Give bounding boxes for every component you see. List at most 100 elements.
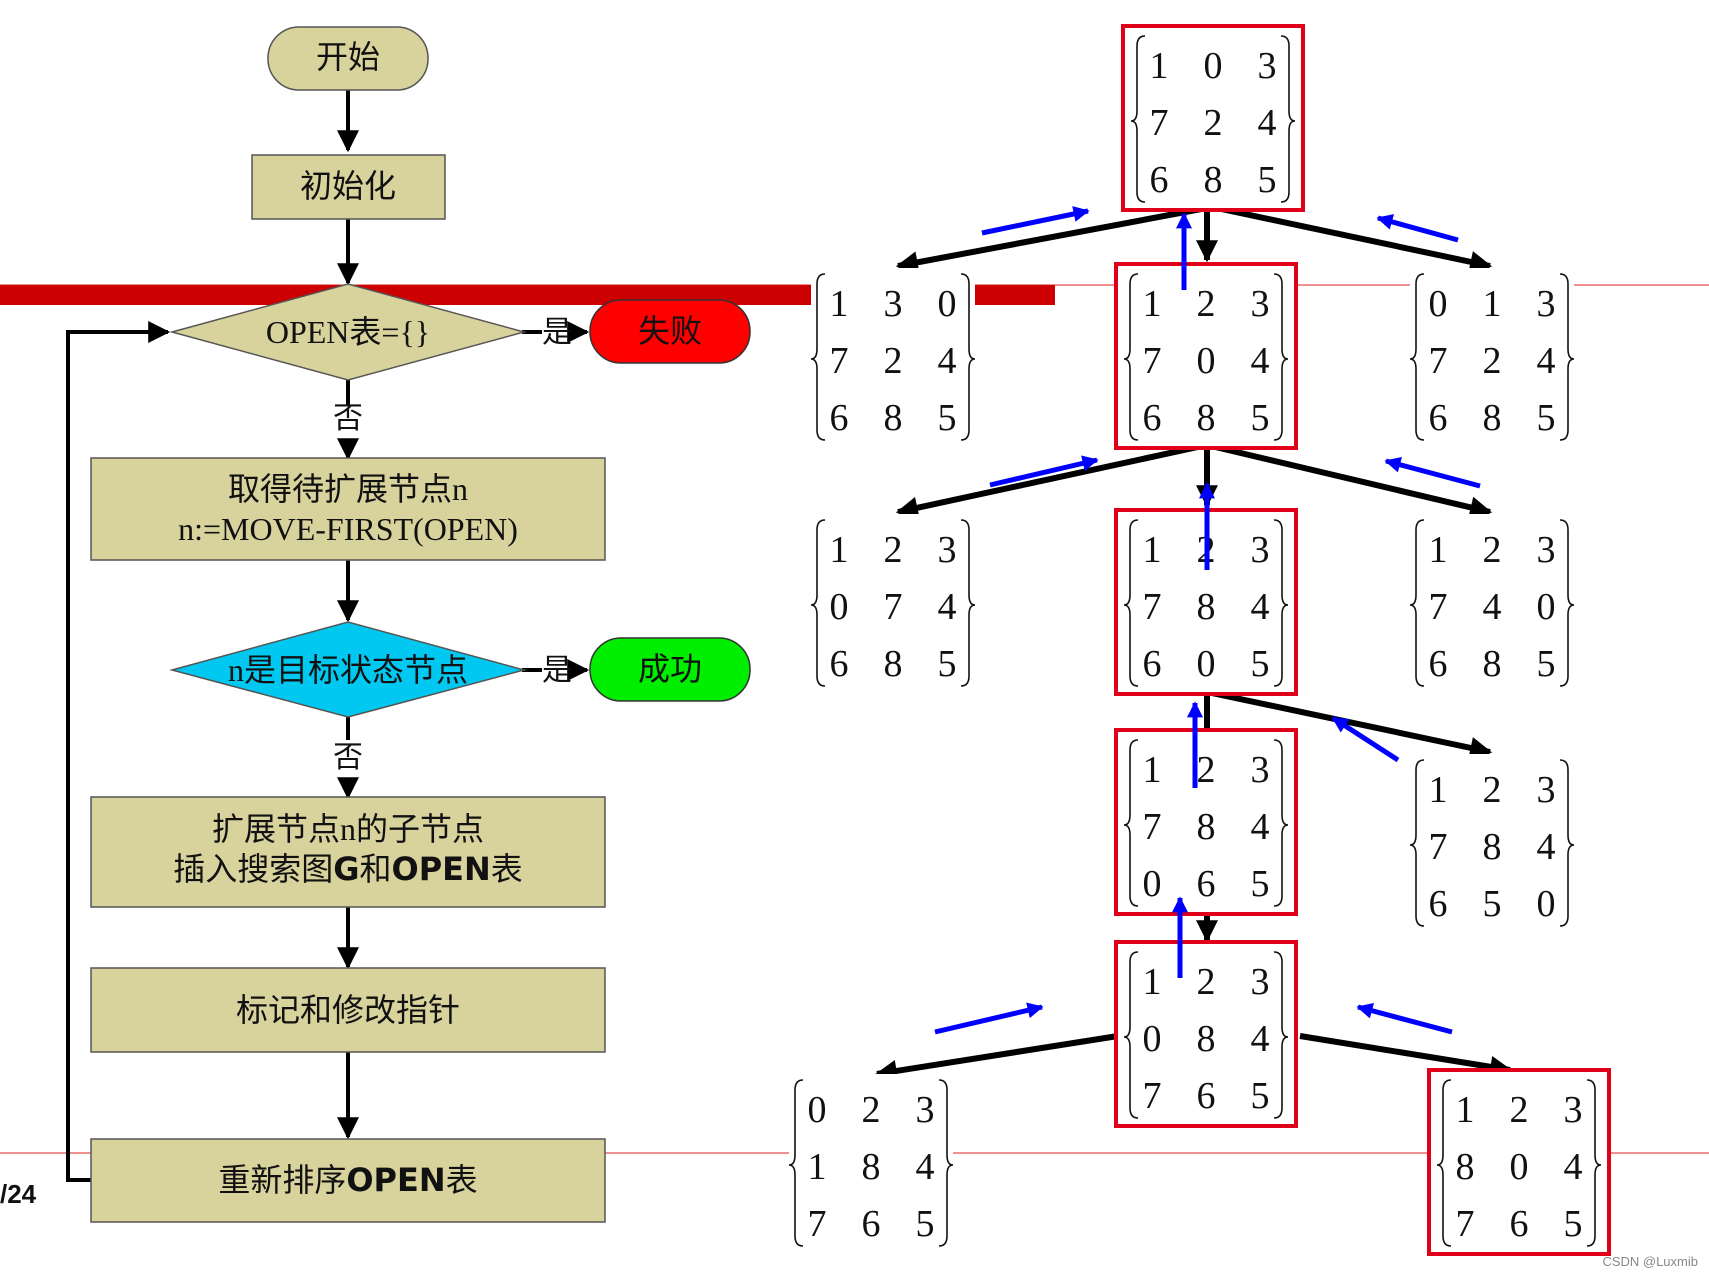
matrix-cell: 2 [1204,102,1223,144]
matrix-cell: 6 [1143,397,1162,439]
trace-arrow [1331,715,1400,763]
take-node-line2: n:=MOVE-FIRST(OPEN) [178,511,518,547]
matrix-cell: 0 [1197,340,1216,382]
matrix-cell: 7 [1429,586,1448,628]
expand-line1: 扩展节点n的子节点 [212,811,484,847]
matrix-cell: 0 [1537,883,1556,925]
matrix-cell: 1 [1143,283,1162,325]
watermark: CSDN @Luxmib [1602,1254,1698,1269]
left-brace [1409,273,1425,441]
left-brace [810,273,826,441]
matrix-cell: 8 [1483,643,1502,685]
open-empty-decision [169,283,527,381]
matrix-cell: 1 [1143,749,1162,791]
matrix-cell: 8 [862,1146,881,1188]
tree-edge [1211,204,1493,273]
success-label: 成功 [638,651,702,687]
matrix-cell: 0 [808,1089,827,1131]
matrix-cell: 8 [1483,826,1502,868]
matrix-cell: 8 [1483,397,1502,439]
matrix-cell: 0 [938,283,957,325]
matrix-cell: 8 [1204,159,1223,201]
matrix-cell: 5 [1564,1203,1583,1245]
trace-arrow [981,206,1090,236]
matrix-cell: 0 [1204,45,1223,87]
matrix-cell: 1 [1150,45,1169,87]
matrix-cell: 2 [884,529,903,571]
matrix-cell: 4 [1537,340,1556,382]
no-label-2: 否 [333,741,363,774]
right-brace [1586,1079,1602,1247]
matrix-cell: 8 [1197,1018,1216,1060]
matrix-cell: 8 [884,397,903,439]
matrix-cell: 4 [1483,586,1502,628]
path-highlight-box [1114,262,1298,450]
right-brace [960,519,976,687]
matrix-cell: 7 [1143,340,1162,382]
matrix-cell: 8 [884,643,903,685]
matrix-background [1410,754,1574,928]
path-highlight-box [1114,940,1298,1128]
trace-arrow [989,455,1099,488]
matrix-cell: 6 [862,1203,881,1245]
matrix-cell: 5 [1258,159,1277,201]
flowchart: 开始 初始化 OPEN表={} 是 失败 否 取得待扩展节点n n:=MOVE-… [66,26,751,1223]
right-brace [1273,519,1289,687]
matrix-background [1410,268,1574,442]
matrix-cell: 1 [1456,1089,1475,1131]
matrix-cell: 4 [1251,1018,1270,1060]
matrix-cell: 1 [808,1146,827,1188]
expand-line2: 插入搜索图G和OPEN表 [173,850,523,888]
right-brace [1280,35,1296,203]
matrix-cell: 6 [1510,1203,1529,1245]
matrix-cell: 5 [1483,883,1502,925]
left-brace [1123,273,1139,441]
matrix-cell: 1 [1429,529,1448,571]
matrix-cell: 8 [1197,397,1216,439]
start-label: 开始 [316,39,380,75]
open-empty-label: OPEN表={} [266,314,430,350]
matrix-cell: 3 [1537,529,1556,571]
matrix-cell: 6 [1197,863,1216,905]
matrix-cell: 7 [1429,340,1448,382]
left-brace [1436,1079,1452,1247]
tree-edge [874,1033,1119,1082]
matrix-cell: 3 [1251,283,1270,325]
right-brace [1559,519,1575,687]
matrix-cell: 0 [1537,586,1556,628]
matrix-cell: 4 [1251,806,1270,848]
matrix-cell: 5 [916,1203,935,1245]
right-brace [960,273,976,441]
tree-edge [1206,442,1493,519]
right-brace [1273,273,1289,441]
left-brace [1123,951,1139,1119]
matrix-cell: 2 [1197,283,1216,325]
matrix-cell: 4 [938,340,957,382]
right-brace [1559,273,1575,441]
mark-label: 标记和修改指针 [236,992,460,1028]
tree-edge [1299,1033,1513,1078]
expand-box [90,796,606,908]
matrix-cell: 5 [1251,643,1270,685]
matrix-cell: 6 [1429,883,1448,925]
matrix-cell: 3 [1564,1089,1583,1131]
fail-terminal [589,299,751,364]
no-label-1: 否 [333,402,363,435]
matrix-cell: 4 [1537,826,1556,868]
tree-edge [895,442,1208,519]
mark-box [90,967,606,1053]
matrix-cell: 3 [1258,45,1277,87]
matrix-cell: 2 [1483,529,1502,571]
trace-arrow [1376,214,1459,243]
matrix-cell: 1 [830,283,849,325]
matrix-cell: 1 [1429,769,1448,811]
goal-decision-label: n是目标状态节点 [228,652,468,688]
matrix-cell: 5 [1251,863,1270,905]
start-terminal [267,26,429,91]
matrix-cell: 1 [1143,961,1162,1003]
init-box [251,154,446,220]
